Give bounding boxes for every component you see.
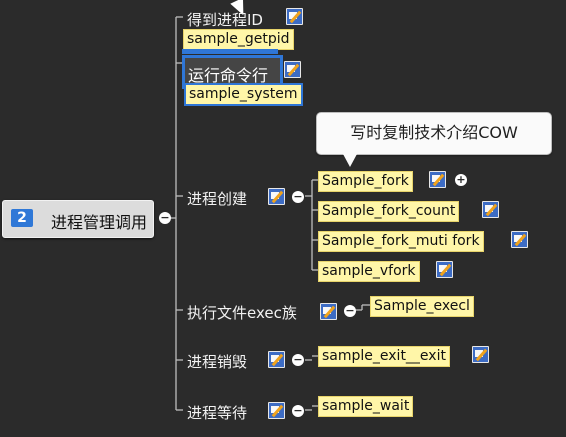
collapse-icon[interactable]: − xyxy=(292,404,304,417)
note-icon[interactable] xyxy=(429,171,446,188)
callout-cow[interactable]: 写时复制技术介绍COW xyxy=(316,112,552,167)
branch-process-destroy[interactable]: 进程销毁 xyxy=(187,353,248,371)
leaf-sample-system[interactable]: sample_system xyxy=(184,83,303,106)
leaf-sample-fork-count[interactable]: Sample_fork_count xyxy=(318,201,460,222)
collapse-icon[interactable]: − xyxy=(159,211,171,224)
leaf-sample-fork[interactable]: Sample_fork xyxy=(318,171,413,192)
note-icon[interactable] xyxy=(511,231,528,248)
leaf-sample-fork-muti-fork[interactable]: Sample_fork_muti fork xyxy=(318,231,484,252)
root-topic[interactable]: 2 进程管理调用 xyxy=(2,200,154,238)
leaf-sample-execl[interactable]: Sample_execl xyxy=(370,296,474,317)
note-icon[interactable] xyxy=(436,261,453,278)
leaf-sample-exit-exit[interactable]: sample_exit__exit xyxy=(318,346,450,367)
root-topic-label: 进程管理调用 xyxy=(51,213,148,232)
branch-process-wait[interactable]: 进程等待 xyxy=(187,404,248,422)
note-icon[interactable] xyxy=(320,303,337,320)
note-icon[interactable] xyxy=(284,61,301,78)
note-icon[interactable] xyxy=(268,188,285,205)
note-icon[interactable] xyxy=(482,201,499,218)
branch-exec-family[interactable]: 执行文件exec族 xyxy=(187,304,297,322)
leaf-sample-wait[interactable]: sample_wait xyxy=(318,396,414,417)
selection-handle[interactable] xyxy=(182,49,278,54)
leaf-sample-vfork[interactable]: sample_vfork xyxy=(318,261,420,282)
note-icon[interactable] xyxy=(286,8,303,25)
topic-number-badge: 2 xyxy=(11,209,33,227)
note-icon[interactable] xyxy=(268,351,285,368)
branch-get-pid[interactable]: 得到进程ID xyxy=(187,11,263,29)
leaf-sample-getpid[interactable]: sample_getpid xyxy=(183,29,294,50)
note-icon[interactable] xyxy=(472,346,489,363)
collapse-icon[interactable]: − xyxy=(344,304,356,317)
expand-icon[interactable]: + xyxy=(455,173,467,186)
note-icon[interactable] xyxy=(268,402,285,419)
collapse-icon[interactable]: − xyxy=(292,353,304,366)
collapse-icon[interactable]: − xyxy=(292,190,304,203)
branch-process-create[interactable]: 进程创建 xyxy=(187,190,248,208)
run-command-label: 运行命令行 xyxy=(188,66,269,85)
